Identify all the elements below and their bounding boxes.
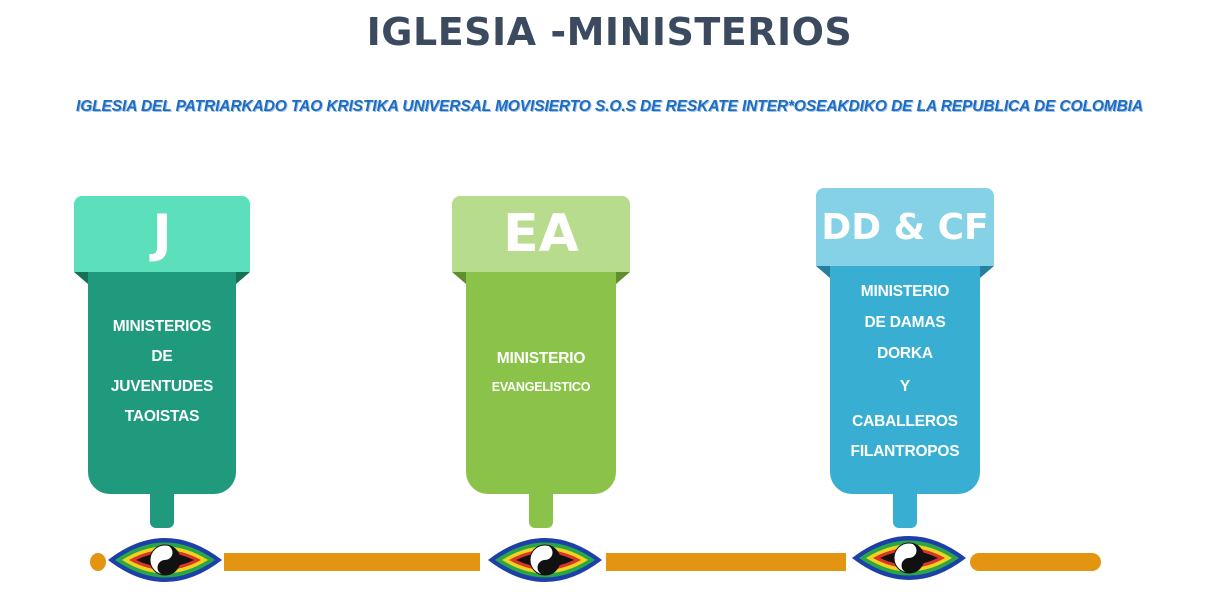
description-line: MINISTERIO — [496, 350, 586, 367]
page-subtitle: IGLESIA DEL PATRIARKADO TAO KRISTIKA UNI… — [76, 98, 1143, 115]
yin-yang-icon — [149, 544, 181, 576]
timeline-segment — [224, 553, 480, 571]
eye-icon — [108, 538, 222, 582]
tab-fold-right — [236, 272, 250, 284]
description-line: MINISTERIO — [860, 283, 950, 300]
timeline-segment — [90, 553, 106, 571]
card-connector — [893, 492, 917, 528]
ministry-card-body: MINISTERIO DE DAMAS DORKA Y CABALLEROS F… — [830, 266, 980, 494]
ministry-code-tab: EA — [452, 196, 630, 272]
description-line: Y — [899, 378, 911, 395]
tab-fold-left — [74, 272, 88, 284]
ministry-code-tab: DD & CF — [816, 188, 994, 266]
ministry-card-body: MINISTERIOS DE JUVENTUDES TAOISTAS — [88, 272, 236, 494]
card-connector — [150, 492, 174, 528]
ministry-code: J — [152, 204, 172, 264]
timeline-segment — [606, 553, 846, 571]
tab-fold-right — [980, 266, 994, 278]
description-line: DORKA — [877, 345, 933, 362]
tab-fold-left — [816, 266, 830, 278]
timeline-segment — [970, 553, 1101, 571]
description-line: JUVENTUDES — [110, 378, 214, 395]
description-line: DE — [151, 348, 173, 365]
yin-yang-icon — [529, 544, 561, 576]
description-line: EVANGELISTICO — [491, 380, 591, 394]
tab-fold-left — [452, 272, 466, 284]
description-line: DE DAMAS — [864, 314, 946, 331]
ministry-card-body: MINISTERIO EVANGELISTICO — [466, 272, 616, 494]
tab-fold-right — [616, 272, 630, 284]
eye-icon — [488, 538, 602, 582]
ministry-code: EA — [503, 204, 579, 264]
card-connector — [529, 492, 553, 528]
eye-icon — [852, 536, 966, 580]
description-line: CABALLEROS — [852, 413, 958, 430]
ministry-card-dd-cf: DD & CF MINISTERIO DE DAMAS DORKA Y CABA… — [816, 188, 994, 536]
description-line: FILANTROPOS — [850, 443, 960, 460]
ministry-card-ea: EA MINISTERIO EVANGELISTICO — [452, 196, 630, 536]
description-line: MINISTERIOS — [112, 318, 212, 335]
ministry-description: MINISTERIO DE DAMAS DORKA Y CABALLEROS F… — [830, 276, 980, 465]
ministry-card-j: J MINISTERIOS DE JUVENTUDES TAOISTAS — [74, 196, 250, 536]
ministry-code: DD & CF — [821, 206, 989, 248]
page-title: IGLESIA -MINISTERIOS — [366, 10, 853, 54]
ministry-description: MINISTERIO EVANGELISTICO — [466, 344, 616, 400]
ministry-code-tab: J — [74, 196, 250, 272]
description-line: TAOISTAS — [124, 408, 200, 425]
yin-yang-icon — [893, 542, 925, 574]
ministry-description: MINISTERIOS DE JUVENTUDES TAOISTAS — [88, 312, 236, 432]
